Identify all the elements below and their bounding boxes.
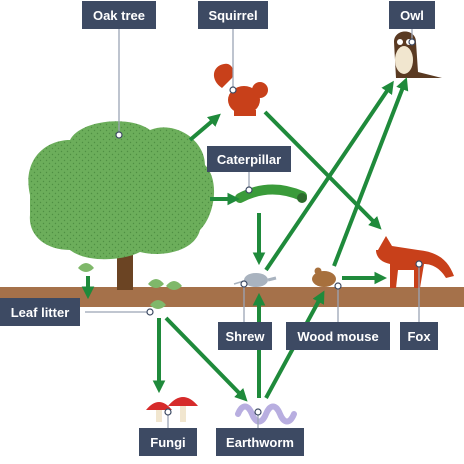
label-oak-tree-text: Oak tree (93, 8, 145, 23)
label-oak-tree: Oak tree (82, 1, 156, 29)
oak-tree-illustration (28, 121, 215, 290)
label-owl: Owl (389, 1, 435, 29)
label-wood-mouse: Wood mouse (286, 322, 390, 350)
arrow-leaf-litter-to-earthworm (164, 316, 248, 402)
label-caterpillar: Caterpillar (207, 146, 291, 172)
label-earthworm: Earthworm (216, 428, 304, 456)
feeding-arrows (81, 77, 409, 402)
fox-illustration (376, 236, 454, 288)
caterpillar-illustration (235, 184, 307, 203)
label-fungi: Fungi (139, 428, 197, 456)
arrow-shrew-to-owl (264, 80, 394, 272)
label-squirrel: Squirrel (198, 1, 268, 29)
anchor-dots (115, 38, 423, 416)
label-wood-mouse-text: Wood mouse (297, 329, 378, 344)
label-leaf-litter-text: Leaf litter (11, 305, 70, 320)
label-fox-text: Fox (407, 329, 431, 344)
owl-illustration (394, 31, 442, 78)
label-shrew-text: Shrew (225, 329, 265, 344)
arrow-mouse-to-owl (332, 77, 409, 267)
wood-mouse-illustration (312, 267, 336, 287)
leaf-litter-illustration (78, 263, 182, 309)
shrew-illustration (233, 273, 277, 287)
label-leaf-litter: Leaf litter (0, 298, 80, 326)
label-earthworm-text: Earthworm (226, 435, 294, 450)
label-shrew: Shrew (218, 322, 272, 350)
arrow-squirrel-to-fox (263, 110, 382, 230)
label-fox: Fox (400, 322, 438, 350)
label-squirrel-text: Squirrel (208, 8, 257, 23)
ground-strip (0, 287, 464, 307)
label-owl-text: Owl (400, 8, 424, 23)
label-caterpillar-text: Caterpillar (217, 152, 281, 167)
arrow-oak-to-squirrel (188, 113, 221, 142)
label-fungi-text: Fungi (150, 435, 185, 450)
earthworm-illustration (235, 403, 297, 425)
squirrel-illustration (213, 63, 268, 116)
fungi-illustration (146, 397, 198, 422)
